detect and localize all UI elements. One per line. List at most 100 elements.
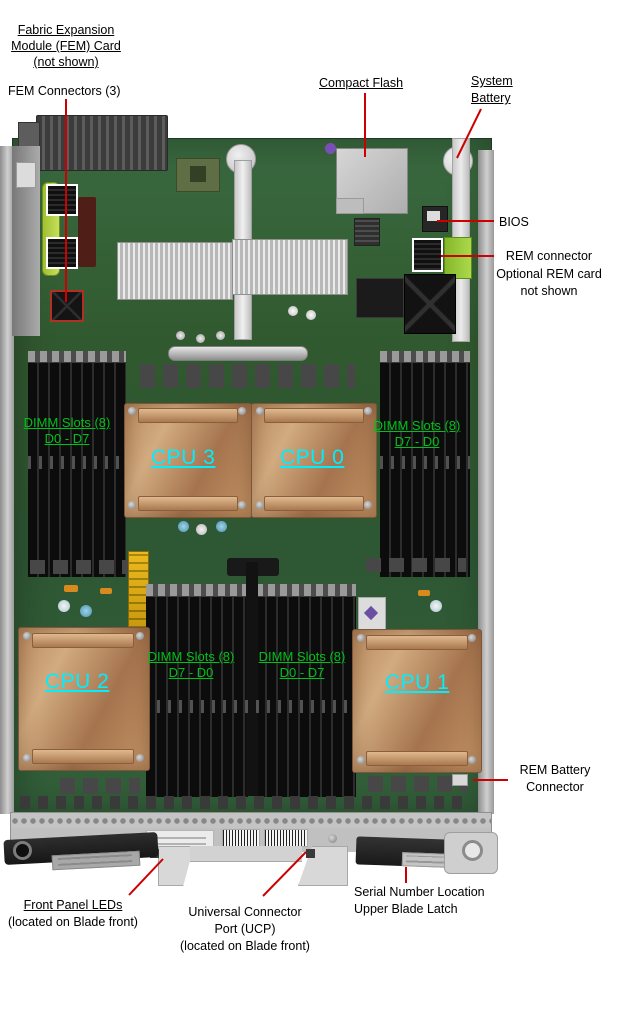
heatsink-screw (136, 754, 144, 762)
capacitor (216, 331, 225, 340)
heatsink-screw (468, 634, 476, 642)
vrm-heatsink-right (232, 239, 348, 295)
dimm-upper-right-line2: D7 - D0 (394, 434, 440, 449)
callout-cpu1: CPU 1 (385, 671, 450, 694)
callout-dimm-lower-right: DIMM Slots (8) D0 - D7 (250, 649, 354, 681)
ucp-component (306, 849, 315, 858)
callout-dimm-lower-left: DIMM Slots (8) D7 - D0 (139, 649, 243, 681)
cpu2-heatsink (18, 627, 150, 771)
emi-vent-strip (10, 812, 492, 830)
heatsink-screw (128, 501, 136, 509)
capacitor (58, 600, 70, 612)
callout-fem-connectors: FEM Connectors (3) (8, 84, 121, 98)
vrm-component-row (60, 778, 140, 794)
heat-pipe (168, 346, 308, 361)
callout-ucp-line3: (located on Blade front) (180, 939, 310, 953)
callout-fem-card-line2: Module (FEM) Card (11, 39, 121, 53)
heatsink-screw (364, 407, 372, 415)
vrm-heatsink-left (117, 242, 233, 300)
dimm-dot-band (380, 456, 470, 469)
front-panel-leds-line2: (located on Blade front) (8, 915, 138, 929)
latch-arm-hole (462, 840, 483, 861)
callout-fem-card: Fabric Expansion Module (FEM) Card (not … (6, 22, 126, 70)
serial-number-label-text (405, 855, 445, 864)
compact-flash-notch (336, 198, 364, 214)
socket-connector (354, 218, 380, 246)
dimm-dot-band (146, 700, 248, 713)
front-panel-foot (158, 846, 194, 886)
dimm-dot-band (28, 456, 126, 469)
callout-serial-number: Serial Number Location Upper Blade Latch (354, 884, 485, 918)
heatsink-screw (23, 754, 31, 762)
bios-chip-label (427, 211, 440, 221)
dimm-bank-upper-left (28, 362, 126, 577)
callout-system-battery-line2: Battery (471, 91, 511, 105)
capacitor (196, 334, 205, 343)
capacitor (80, 605, 92, 617)
callout-rem-connector-line2: Optional REM card (496, 266, 602, 281)
vrm-component-row (366, 558, 466, 572)
callout-rem-battery-line1: REM Battery (519, 763, 591, 777)
dimm-bank-lower-right (256, 596, 356, 797)
callout-front-panel-leds: Front Panel LEDs (located on Blade front… (0, 897, 146, 931)
vrm-component-row (140, 364, 355, 388)
chipset-heatsink (404, 274, 456, 334)
callout-ucp: Universal Connector Port (UCP) (located … (171, 904, 319, 955)
capacitor (306, 310, 316, 320)
dimm-latch-row (28, 351, 126, 363)
asic-chip (356, 278, 404, 318)
heatsink-screw (238, 501, 246, 509)
heatsink-screw (256, 407, 264, 415)
tantalum-capacitor (64, 585, 78, 592)
callout-rem-connector-line3: not shown (520, 284, 578, 298)
callout-fem-card-line3: (not shown) (33, 55, 99, 69)
panel-screw (328, 834, 337, 843)
dimm-latch-row (256, 584, 356, 596)
fem-connector-highlight-3 (50, 290, 84, 322)
callout-bios: BIOS (499, 215, 529, 229)
callout-rem-connector: REM connector Optional REM card not show… (486, 248, 612, 301)
cpu3-clamp-top (138, 408, 238, 423)
dimm-bank-lower-left (146, 596, 248, 797)
capacitor (216, 521, 227, 532)
info-label-text (150, 833, 206, 845)
cpu1-clamp-bottom (366, 751, 468, 766)
dimm-lower-left-line2: D7 - D0 (168, 665, 214, 680)
callout-system-battery: System Battery (471, 73, 513, 107)
tantalum-capacitor (418, 590, 430, 596)
cpu0-clamp-top (264, 408, 364, 423)
callout-dimm-upper-left: DIMM Slots (8) D0 - D7 (16, 415, 118, 447)
barcode-label (222, 829, 260, 847)
cpu1-clamp-top (366, 635, 468, 650)
rem-battery-connector-part (452, 774, 468, 786)
callout-ucp-line2: Port (UCP) (214, 922, 276, 936)
dimm-center-rib (246, 562, 258, 796)
dimm-latch-row (380, 351, 470, 363)
heatsink-screw (468, 756, 476, 764)
dimm-upper-right-line1: DIMM Slots (8) (373, 418, 461, 433)
dimm-lower-right-line1: DIMM Slots (8) (258, 649, 346, 664)
cpu2-clamp-top (32, 633, 134, 648)
callout-system-battery-line1: System (471, 74, 513, 88)
callout-rem-connector-line1: REM connector (505, 249, 593, 263)
dimm-upper-left-line1: DIMM Slots (8) (23, 415, 111, 430)
heatsink-screw (357, 756, 365, 764)
dimm-lower-left-line1: DIMM Slots (8) (147, 649, 235, 664)
heatsink-screw (238, 407, 246, 415)
dimm-latch-row (146, 584, 248, 596)
heatsink-screw (23, 632, 31, 640)
tantalum-capacitor (100, 588, 112, 594)
northbridge-die (190, 166, 206, 182)
heatsink-screw (256, 501, 264, 509)
maroon-heatsink (78, 197, 96, 267)
callout-rem-battery: REM Battery Connector (504, 762, 606, 796)
capacitor (430, 600, 442, 612)
callout-ucp-line1: Universal Connector (188, 905, 302, 919)
dimm-dot-band (256, 700, 356, 713)
dimm-upper-left-line2: D0 - D7 (44, 431, 90, 446)
component-strip (20, 796, 470, 809)
fem-edge-connector (36, 115, 168, 171)
cpu1-heatsink (352, 629, 482, 773)
heatsink-screw (357, 634, 365, 642)
